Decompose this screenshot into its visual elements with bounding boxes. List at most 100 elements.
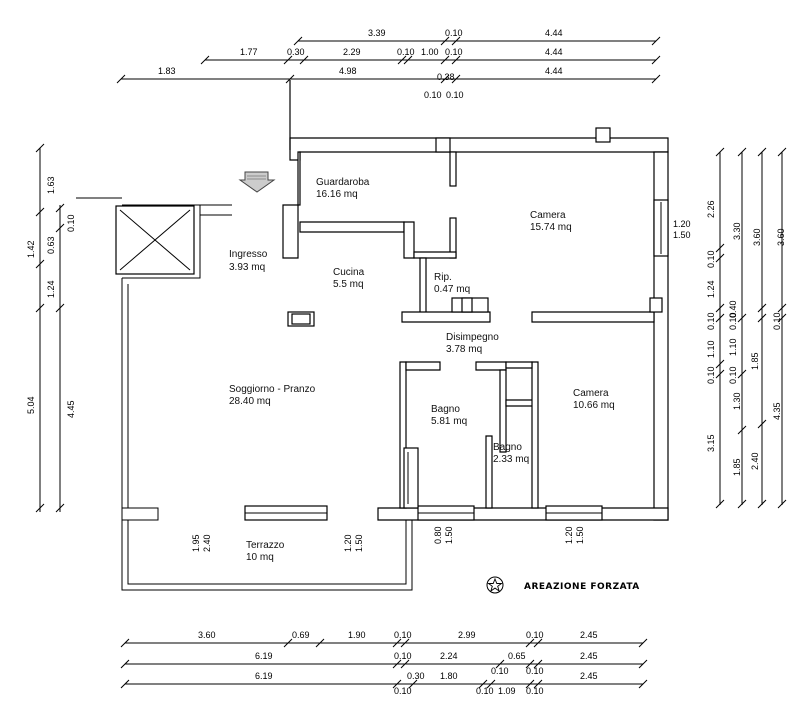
dim-bot-r3-b: 0.30 bbox=[407, 671, 425, 681]
room-bagno1-area: 5.81 mq bbox=[431, 416, 467, 427]
room-labels: Guardaroba 16.16 mq Camera 15.74 mq Ingr… bbox=[229, 177, 615, 563]
dim-top-r2-a: 1.77 bbox=[240, 47, 258, 57]
legend: AREAZIONE FORZATA bbox=[486, 576, 639, 594]
dim-bot-r2-e: 2.45 bbox=[580, 651, 598, 661]
room-camera2-area: 10.66 mq bbox=[573, 400, 615, 411]
opening-w4: 0.80 bbox=[433, 526, 443, 544]
room-terrazzo-name: Terrazzo bbox=[246, 540, 285, 551]
dim-right-c2-c: 0.10 bbox=[728, 366, 738, 384]
dim-bot-r2-f: 0.10 bbox=[491, 666, 509, 676]
dim-bot-r3-a: 6.19 bbox=[255, 671, 273, 681]
opening-dimensions: 1.20 1.50 1.95 2.40 1.20 1.50 0.80 1.50 … bbox=[191, 219, 691, 552]
opening-h1: 1.50 bbox=[673, 230, 691, 240]
dim-bot-r3-d: 1.09 bbox=[498, 686, 516, 696]
dim-top-r3-a: 1.83 bbox=[158, 66, 176, 76]
room-rip-area: 0.47 mq bbox=[434, 284, 470, 295]
bottom-dimensions: 3.60 0.69 1.90 0.10 2.99 0.10 2.45 6.19 … bbox=[120, 630, 648, 696]
dim-bot-r2-b: 0.10 bbox=[394, 651, 412, 661]
dim-left-c1-d: 5.04 bbox=[26, 396, 36, 414]
room-guardaroba-name: Guardaroba bbox=[316, 177, 370, 188]
dim-right-c3-e: 2.40 bbox=[750, 452, 760, 470]
dim-bot-r1-f: 0.10 bbox=[526, 630, 544, 640]
dim-right-c4-a: 3.60 bbox=[776, 228, 786, 246]
dim-right-c1-b: 0.10 bbox=[706, 250, 716, 268]
dim-left-c2-b: 0.63 bbox=[46, 236, 56, 254]
dim-top-r2-b: 0.30 bbox=[287, 47, 305, 57]
room-camera2-name: Camera bbox=[573, 388, 609, 399]
dim-top-r2-g: 4.44 bbox=[545, 47, 563, 57]
dim-bot-r3-c: 1.80 bbox=[440, 671, 458, 681]
opening-h5: 1.50 bbox=[575, 526, 585, 544]
dim-right-c2-a: 3.30 bbox=[732, 222, 742, 240]
dim-top-r2-c: 2.29 bbox=[343, 47, 361, 57]
dim-left-c1-b: 1.42 bbox=[26, 240, 36, 258]
entrance-arrow-icon bbox=[238, 171, 276, 193]
room-bagno1-name: Bagno bbox=[431, 404, 460, 415]
dim-top-r2-f: 0.10 bbox=[445, 47, 463, 57]
dim-left-c1-a: 1.63 bbox=[46, 176, 56, 194]
room-cucina-area: 5.5 mq bbox=[333, 279, 364, 290]
dim-bot-r2-d: 0.65 bbox=[508, 651, 526, 661]
dim-bot-r3-h: 0.10 bbox=[526, 686, 544, 696]
dim-top-r2-d: 0.10 bbox=[397, 47, 415, 57]
dim-top-r1-c: 4.44 bbox=[545, 28, 563, 38]
dim-bot-r1-e: 2.99 bbox=[458, 630, 476, 640]
dim-bot-r2-c: 2.24 bbox=[440, 651, 458, 661]
opening-w5: 1.20 bbox=[564, 526, 574, 544]
room-rip-name: Rip. bbox=[434, 272, 452, 283]
dim-right-c4-c: 4.35 bbox=[772, 402, 782, 420]
dim-top-r3-b: 4.98 bbox=[339, 66, 357, 76]
dim-left-c1-c: 1.24 bbox=[46, 280, 56, 298]
dim-top-r1-a: 3.39 bbox=[368, 28, 386, 38]
dim-right-c1-c: 1.24 bbox=[706, 280, 716, 298]
dim-bot-r1-c: 1.90 bbox=[348, 630, 366, 640]
dim-left-c2-c: 4.45 bbox=[66, 400, 76, 418]
dim-bot-r2-g: 0.10 bbox=[526, 666, 544, 676]
room-terrazzo-area: 10 mq bbox=[246, 552, 274, 563]
dim-bot-r1-a: 3.60 bbox=[198, 630, 216, 640]
dim-bot-r3-f: 0.10 bbox=[394, 686, 412, 696]
dim-top-r2-e: 1.00 bbox=[421, 47, 439, 57]
opening-h4: 1.50 bbox=[444, 526, 454, 544]
dim-right-c3-d: 1.85 bbox=[750, 352, 760, 370]
dim-right-c1-g: 3.15 bbox=[706, 434, 716, 452]
room-camera1-area: 15.74 mq bbox=[530, 222, 572, 233]
star-circle-icon bbox=[486, 576, 504, 594]
opening-h2: 2.40 bbox=[202, 534, 212, 552]
room-soggiorno-name: Soggiorno - Pranzo bbox=[229, 384, 316, 395]
opening-w1: 1.20 bbox=[673, 219, 691, 229]
dim-bot-r1-b: 0.69 bbox=[292, 630, 310, 640]
room-cucina-name: Cucina bbox=[333, 267, 365, 278]
right-dimensions: 2.26 0.10 1.24 0.10 1.10 0.10 3.15 3.30 … bbox=[706, 147, 787, 509]
dim-top-r3-e: 0.10 bbox=[424, 90, 442, 100]
dim-right-c1-f: 0.10 bbox=[706, 366, 716, 384]
dim-bot-r1-g: 2.45 bbox=[580, 630, 598, 640]
dim-bot-r3-e: 2.45 bbox=[580, 671, 598, 681]
dim-right-c4-b: 0.10 bbox=[772, 312, 782, 330]
opening-w3: 1.20 bbox=[343, 534, 353, 552]
room-camera1-name: Camera bbox=[530, 210, 566, 221]
opening-w2: 1.95 bbox=[191, 534, 201, 552]
room-disimpegno-name: Disimpegno bbox=[446, 332, 499, 343]
room-ingresso-name: Ingresso bbox=[229, 249, 268, 260]
opening-h3: 1.50 bbox=[354, 534, 364, 552]
dim-right-c3-b: 0.40 bbox=[728, 300, 738, 318]
dim-right-c1-d: 0.10 bbox=[706, 312, 716, 330]
room-soggiorno-area: 28.40 mq bbox=[229, 396, 271, 407]
room-bagno2-area: 2.33 mq bbox=[493, 454, 529, 465]
dim-right-c3-a: 3.60 bbox=[752, 228, 762, 246]
room-ingresso-area: 3.93 mq bbox=[229, 262, 265, 273]
dim-right-c2-e: 1.85 bbox=[732, 458, 742, 476]
walls bbox=[76, 80, 669, 591]
room-disimpegno-area: 3.78 mq bbox=[446, 344, 482, 355]
dim-top-r3-c: 0.38 bbox=[437, 72, 455, 82]
dim-top-r3-d: 4.44 bbox=[545, 66, 563, 76]
top-dimensions: 3.39 0.10 4.44 1.77 0.30 2.29 0.10 1.00 … bbox=[116, 28, 661, 100]
dim-right-c2-b: 0.10 bbox=[728, 312, 738, 330]
dim-bot-r1-d: 0.10 bbox=[394, 630, 412, 640]
dim-right-c2-d: 1.30 bbox=[732, 392, 742, 410]
left-dimensions: 1.63 1.42 1.24 5.04 0.10 0.63 4.45 bbox=[26, 143, 76, 513]
dim-bot-r2-a: 6.19 bbox=[255, 651, 273, 661]
dim-right-c3-c: 1.10 bbox=[728, 338, 738, 356]
dim-top-r1-b: 0.10 bbox=[445, 28, 463, 38]
